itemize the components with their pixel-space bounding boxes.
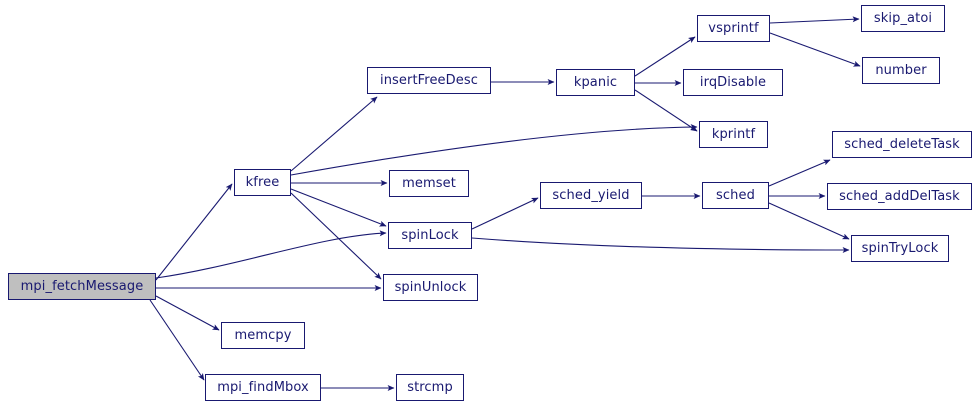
graph-node-skip_atoi[interactable]: skip_atoi [861, 5, 945, 32]
edge-sched-to-sched_deleteTask [768, 159, 831, 187]
graph-node-label: spinUnlock [394, 280, 467, 295]
graph-node-spinLock[interactable]: spinLock [388, 222, 472, 249]
graph-node-kfree[interactable]: kfree [234, 169, 291, 196]
graph-node-label: sched_deleteTask [844, 137, 960, 152]
edge-vsprintf-to-number [769, 32, 861, 67]
edge-spinLock-to-sched_yield [471, 197, 539, 230]
graph-node-spinUnlock[interactable]: spinUnlock [383, 274, 478, 301]
graph-node-number[interactable]: number [862, 57, 940, 84]
edge-sched-to-spinTryLock [768, 202, 850, 240]
graph-node-mpi_fetchMessage[interactable]: mpi_fetchMessage [8, 273, 156, 300]
edge-mpi_fetchMessage-to-kfree [155, 183, 233, 281]
graph-node-label: skip_atoi [873, 11, 933, 26]
graph-node-strcmp[interactable]: strcmp [396, 374, 464, 401]
graph-node-label: memcpy [234, 328, 292, 343]
graph-node-label: vsprintf [708, 21, 759, 36]
graph-node-label: sched_yield [552, 188, 630, 203]
graph-node-label: kfree [245, 175, 280, 190]
graph-node-label: kpanic [573, 75, 618, 90]
graph-node-label: number [875, 63, 927, 78]
edge-kfree-to-insertFreeDesc [290, 96, 378, 172]
graph-node-spinTryLock[interactable]: spinTryLock [851, 235, 949, 262]
graph-node-sched_deleteTask[interactable]: sched_deleteTask [832, 131, 972, 158]
graph-node-memcpy[interactable]: memcpy [221, 322, 305, 349]
graph-node-mpi_findMbox[interactable]: mpi_findMbox [205, 374, 321, 401]
edge-spinLock-to-spinTryLock [471, 237, 850, 253]
graph-node-label: spinLock [401, 228, 459, 243]
edge-mpi_fetchMessage-to-spinLock [155, 230, 387, 279]
graph-node-memset[interactable]: memset [389, 170, 469, 197]
edge-kfree-to-spinUnlock [290, 192, 382, 280]
graph-node-sched[interactable]: sched [702, 182, 769, 209]
edge-kpanic-to-kprintf [634, 89, 698, 132]
graph-node-kprintf[interactable]: kprintf [699, 121, 768, 148]
graph-node-label: kprintf [711, 127, 756, 142]
graph-node-label: sched [716, 188, 755, 203]
edge-kfree-to-spinLock [290, 188, 387, 227]
graph-node-label: memset [402, 176, 456, 191]
edge-kfree-to-kprintf [290, 124, 698, 176]
graph-node-insertFreeDesc[interactable]: insertFreeDesc [367, 67, 491, 94]
edge-mpi_fetchMessage-to-mpi_findMbox [149, 299, 205, 381]
graph-node-kpanic[interactable]: kpanic [556, 69, 635, 96]
graph-node-label: mpi_fetchMessage [20, 279, 144, 294]
graph-node-label: strcmp [407, 380, 453, 395]
graph-node-label: insertFreeDesc [380, 73, 478, 88]
edge-kpanic-to-vsprintf [634, 36, 696, 77]
graph-node-vsprintf[interactable]: vsprintf [697, 15, 770, 42]
graph-node-sched_addDelTask[interactable]: sched_addDelTask [827, 183, 972, 210]
edge-vsprintf-to-skip_atoi [769, 16, 860, 24]
graph-node-label: irqDisable [699, 75, 767, 90]
graph-node-sched_yield[interactable]: sched_yield [540, 182, 642, 209]
graph-node-label: spinTryLock [861, 241, 939, 256]
graph-node-irqDisable[interactable]: irqDisable [683, 69, 783, 96]
edge-mpi_fetchMessage-to-memcpy [155, 295, 220, 331]
graph-node-label: mpi_findMbox [217, 380, 309, 395]
graph-node-label: sched_addDelTask [839, 189, 960, 204]
